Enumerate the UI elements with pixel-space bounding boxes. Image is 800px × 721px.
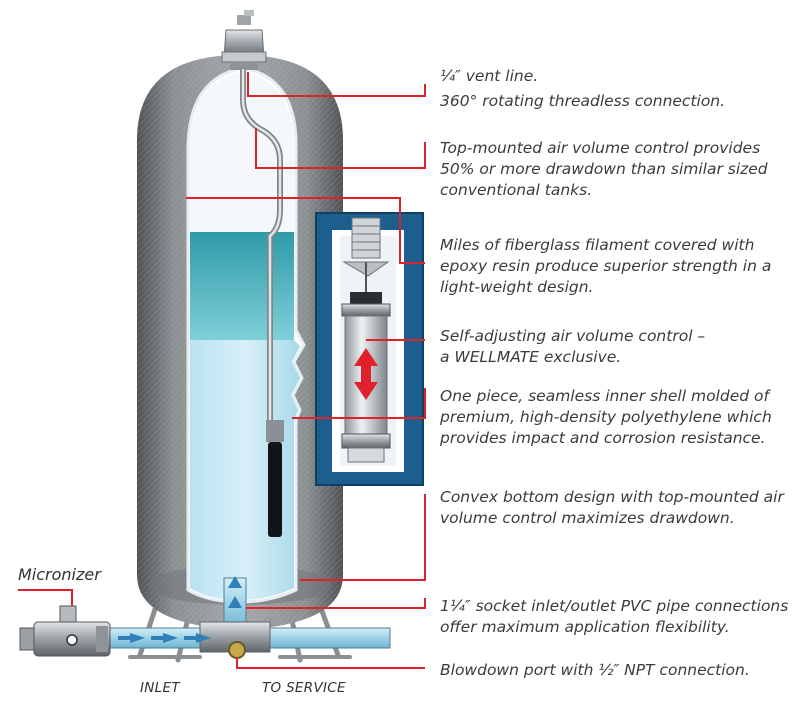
flow-arrow <box>163 633 178 643</box>
callout-line: premium, high-density polyethylene which <box>440 408 772 426</box>
callout-inner-shell: One piece, seamless inner shell molded o… <box>440 386 772 449</box>
callout-line: 360° rotating threadless connection. <box>440 92 726 110</box>
callout-line: Top-mounted air volume control provides <box>440 139 761 157</box>
callout-line: a WELLMATE exclusive. <box>440 348 622 366</box>
internal-vent-tube <box>240 67 283 423</box>
valve-motion-arrow <box>354 348 378 400</box>
leader-air-volume-control <box>255 128 426 169</box>
to-service-label: TO SERVICE <box>262 680 346 696</box>
leader-micronizer <box>18 589 73 606</box>
service-pipe <box>104 621 391 659</box>
callout-line: Miles of fiberglass filament covered wit… <box>440 236 755 254</box>
callout-line: provides impact and corrosion resistance… <box>440 429 766 447</box>
flow-arrow <box>196 633 211 643</box>
callout-line: Convex bottom design with top-mounted ai… <box>440 488 784 506</box>
micronizer-label: Micronizer <box>18 565 101 584</box>
callout-self-adjusting: Self-adjusting air volume control – a WE… <box>440 326 705 368</box>
callout-blowdown-port: Blowdown port with ½″ NPT connection. <box>440 660 750 681</box>
callout-line: 50% or more drawdown than similar sized <box>440 160 768 178</box>
callout-line: volume control maximizes drawdown. <box>440 509 735 527</box>
callout-air-volume-control: Top-mounted air volume control provides … <box>440 138 768 201</box>
callout-fiberglass: Miles of fiberglass filament covered wit… <box>440 235 771 298</box>
float-weight <box>266 420 284 537</box>
callout-convex-bottom: Convex bottom design with top-mounted ai… <box>440 487 784 529</box>
leader-lines <box>18 72 426 669</box>
inlet-label: INLET <box>140 680 180 696</box>
leader-fiberglass <box>186 197 425 264</box>
callout-line: offer maximum application flexibility. <box>440 618 730 636</box>
vent-fitting <box>221 10 267 70</box>
callout-line: light-weight design. <box>440 278 594 296</box>
callout-line: Self-adjusting air volume control – <box>440 327 706 345</box>
callout-line: Blowdown port with ½″ NPT connection. <box>440 661 750 679</box>
leader-inner-shell <box>292 388 426 419</box>
callout-line: ¼″ vent line. <box>440 67 539 85</box>
leader-vent-line <box>247 72 426 97</box>
callout-pvc-connections: 1¼″ socket inlet/outlet PVC pipe connect… <box>440 596 788 638</box>
callout-line: epoxy resin produce superior strength in… <box>440 257 772 275</box>
tank-cutaway <box>186 66 306 604</box>
callout-vent-line: ¼″ vent line. 360° rotating threadless c… <box>440 66 725 112</box>
callout-line: One piece, seamless inner shell molded o… <box>440 387 769 405</box>
leader-blowdown-port <box>236 658 425 669</box>
air-volume-control-inset <box>315 212 424 486</box>
callout-line: conventional tanks. <box>440 181 593 199</box>
micronizer-valve <box>19 605 111 657</box>
leader-convex-bottom <box>300 494 426 581</box>
flow-arrow <box>130 633 145 643</box>
leader-pvc-connections <box>246 598 426 609</box>
callout-line: 1¼″ socket inlet/outlet PVC pipe connect… <box>440 597 789 615</box>
